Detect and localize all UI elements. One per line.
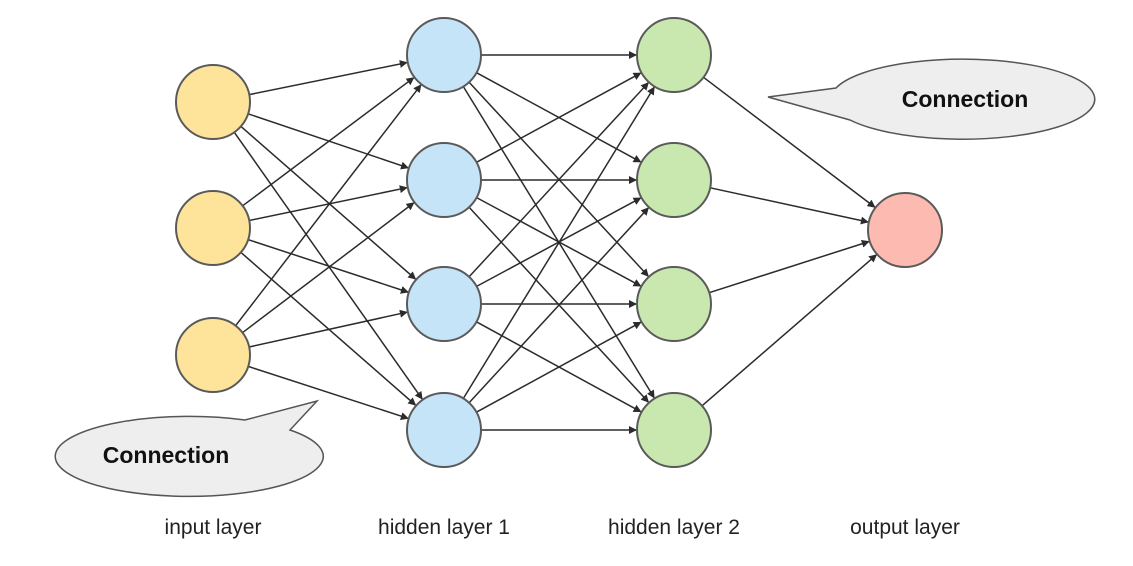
neuron-hidden1-1 — [406, 17, 482, 93]
neuron-hidden2-2 — [636, 142, 712, 218]
connection-input-1-to-hidden1-2 — [247, 113, 409, 170]
connection-hidden1-2-to-hidden2-1 — [476, 72, 642, 163]
connection-hidden2-4-to-output-1 — [701, 254, 878, 407]
connection-hidden2-1-to-output-1 — [703, 76, 876, 208]
neuron-hidden1-4 — [406, 392, 482, 468]
callout-bottom-left: Connection — [54, 399, 324, 498]
neuron-hidden2-3 — [636, 266, 712, 342]
label-input-layer: input layer — [165, 516, 262, 539]
neuron-hidden2-1 — [636, 17, 712, 93]
connection-input-2-to-hidden1-2 — [249, 185, 408, 222]
connection-input-1-to-hidden1-1 — [249, 60, 408, 96]
neuron-hidden1-3 — [406, 266, 482, 342]
callout-text-bottom-left: Connection — [103, 442, 230, 468]
connection-hidden1-4-to-hidden2-1 — [462, 86, 655, 399]
label-hidden-layer-2: hidden layer 2 — [608, 516, 740, 539]
label-hidden-layer-1: hidden layer 1 — [378, 516, 510, 539]
callout-bubble-top-right — [767, 58, 1096, 140]
connection-input-3-to-hidden1-1 — [235, 84, 422, 327]
connection-input-2-to-hidden1-1 — [242, 77, 415, 207]
connection-input-3-to-hidden1-2 — [242, 202, 415, 334]
neuron-input-1 — [175, 64, 251, 140]
connection-hidden2-3-to-output-1 — [708, 239, 870, 294]
neuron-input-3 — [175, 317, 251, 393]
connection-hidden2-2-to-output-1 — [710, 187, 869, 225]
connections — [233, 51, 878, 434]
connection-input-3-to-hidden1-3 — [248, 309, 408, 348]
connection-input-3-to-hidden1-4 — [247, 365, 409, 420]
neuron-hidden1-2 — [406, 142, 482, 218]
neuron-input-2 — [175, 190, 251, 266]
connection-hidden1-3-to-hidden2-1 — [468, 82, 649, 278]
neurons — [175, 17, 943, 468]
layer-labels: input layer hidden layer 1 hidden layer … — [165, 516, 960, 539]
label-output-layer: output layer — [850, 516, 960, 539]
callout-text-top-right: Connection — [902, 86, 1029, 112]
connection-input-2-to-hidden1-3 — [247, 238, 409, 294]
neuron-output-1 — [867, 192, 943, 268]
connection-hidden1-4-to-hidden2-2 — [468, 207, 649, 404]
callout-bubble-bottom-left — [54, 399, 324, 498]
connection-input-1-to-hidden1-3 — [240, 125, 417, 280]
neuron-hidden2-4 — [636, 392, 712, 468]
callout-top-right: Connection — [767, 58, 1096, 140]
connection-hidden1-4-to-hidden2-3 — [476, 321, 642, 413]
connection-input-2-to-hidden1-4 — [240, 251, 417, 406]
